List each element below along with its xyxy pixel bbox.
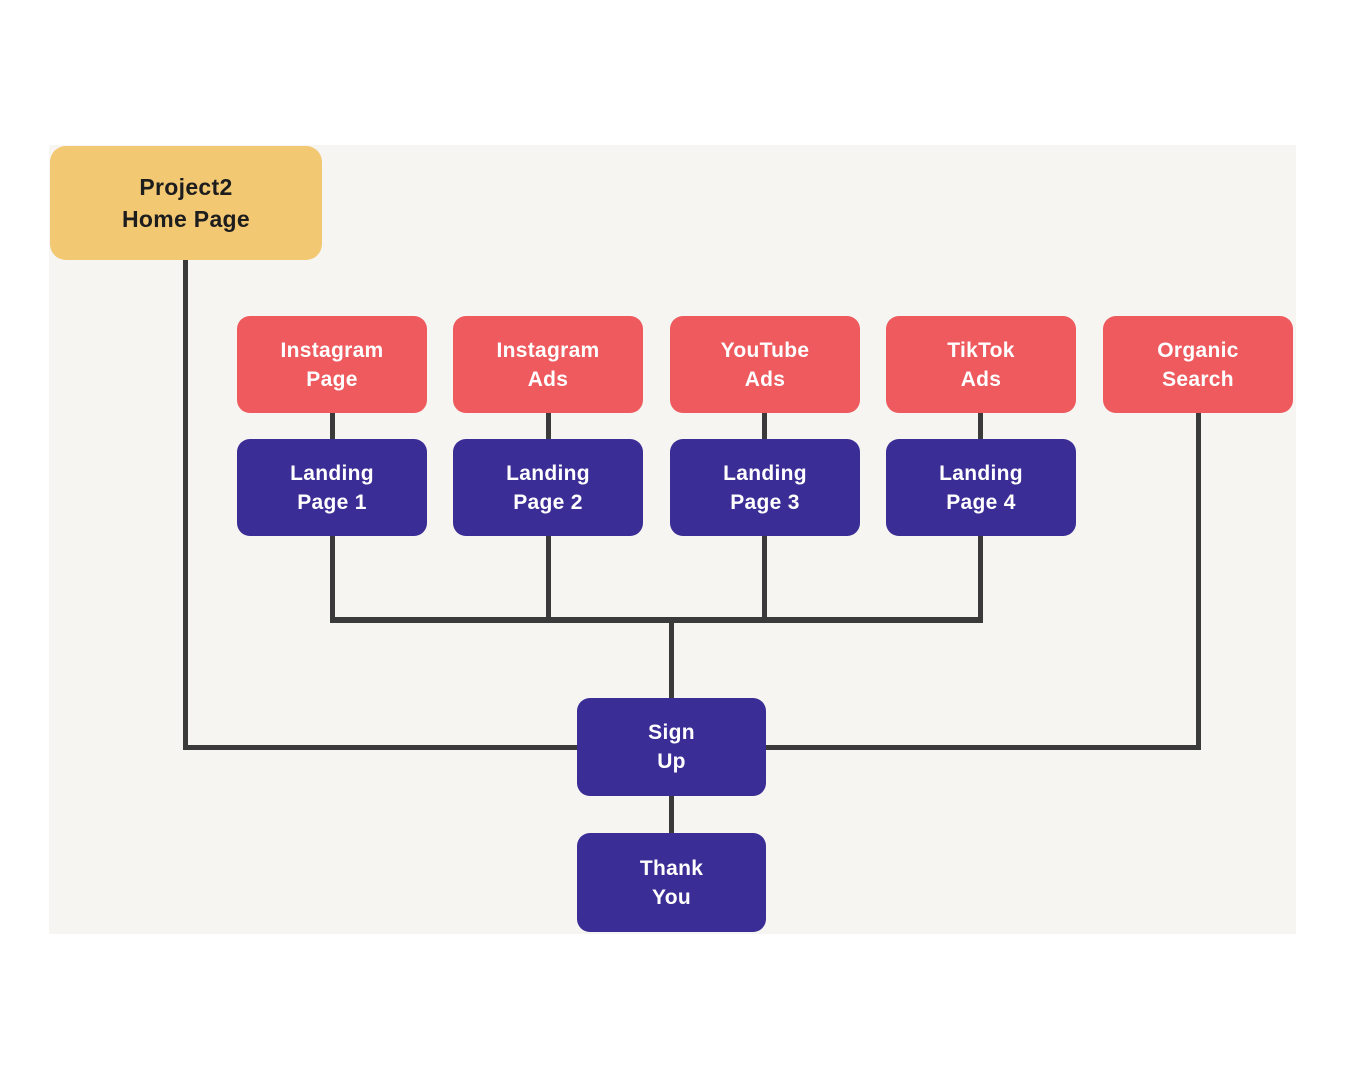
node-label-line1: Thank xyxy=(639,856,704,880)
node-label-line2: Ads xyxy=(527,367,569,391)
node-label-line1: Landing xyxy=(506,461,590,485)
connector-youtube-ads-to-landing3 xyxy=(762,411,767,441)
connector-home-to-signup-vertical xyxy=(183,258,188,750)
node-label-line2: Ads xyxy=(744,367,786,391)
connector-organic-to-signup-horizontal xyxy=(764,745,1201,750)
connector-landing3-to-bus xyxy=(762,534,767,623)
node-label-line2: Up xyxy=(657,750,686,773)
node-label-line2: You xyxy=(651,885,691,909)
node-label-line2: Page 4 xyxy=(946,490,1016,514)
node-label-line2: Page 1 xyxy=(297,490,367,514)
connector-signup-to-thankyou xyxy=(669,794,674,835)
connector-landing4-to-bus xyxy=(978,534,983,623)
connector-instagram-page-to-landing1 xyxy=(330,411,335,441)
node-label-line1: YouTube xyxy=(720,338,810,362)
connector-organic-to-signup-vertical xyxy=(1196,410,1201,750)
node-label-line2: Page 3 xyxy=(730,490,800,514)
node-youtube-ads: YouTube Ads xyxy=(670,316,860,413)
connector-landing2-to-bus xyxy=(546,534,551,623)
node-sign-up: Sign Up xyxy=(577,698,766,796)
node-label-line1: Instagram xyxy=(496,338,600,362)
node-landing-page-2: Landing Page 2 xyxy=(453,439,643,536)
node-label-line1: Organic xyxy=(1157,338,1239,362)
node-label-line1: Project2 xyxy=(139,174,233,200)
node-label-line2: Page xyxy=(306,367,358,391)
node-label-line2: Ads xyxy=(960,367,1002,391)
node-instagram-ads: Instagram Ads xyxy=(453,316,643,413)
node-label-line2: Home Page xyxy=(122,206,250,232)
node-label-line1: TikTok xyxy=(947,338,1015,362)
node-instagram-page: Instagram Page xyxy=(237,316,427,413)
connector-landing1-to-bus xyxy=(330,534,335,623)
connector-home-to-signup-horizontal xyxy=(183,745,579,750)
node-label-line2: Page 2 xyxy=(513,490,583,514)
node-landing-page-4: Landing Page 4 xyxy=(886,439,1076,536)
node-organic-search: Organic Search xyxy=(1103,316,1293,413)
connector-landing-bus-horizontal xyxy=(330,617,983,623)
node-label-line1: Landing xyxy=(290,461,374,485)
node-home-page: Project2 Home Page xyxy=(50,146,322,260)
node-label-line1: Instagram xyxy=(280,338,384,362)
node-label-line2: Search xyxy=(1162,367,1234,391)
node-label-line1: Sign xyxy=(648,721,695,744)
connector-instagram-ads-to-landing2 xyxy=(546,411,551,441)
node-label-line1: Landing xyxy=(723,461,807,485)
node-tiktok-ads: TikTok Ads xyxy=(886,316,1076,413)
node-label-line1: Landing xyxy=(939,461,1023,485)
connector-bus-to-signup xyxy=(669,617,674,700)
node-thank-you: Thank You xyxy=(577,833,766,932)
node-landing-page-3: Landing Page 3 xyxy=(670,439,860,536)
node-landing-page-1: Landing Page 1 xyxy=(237,439,427,536)
connector-tiktok-ads-to-landing4 xyxy=(978,411,983,441)
